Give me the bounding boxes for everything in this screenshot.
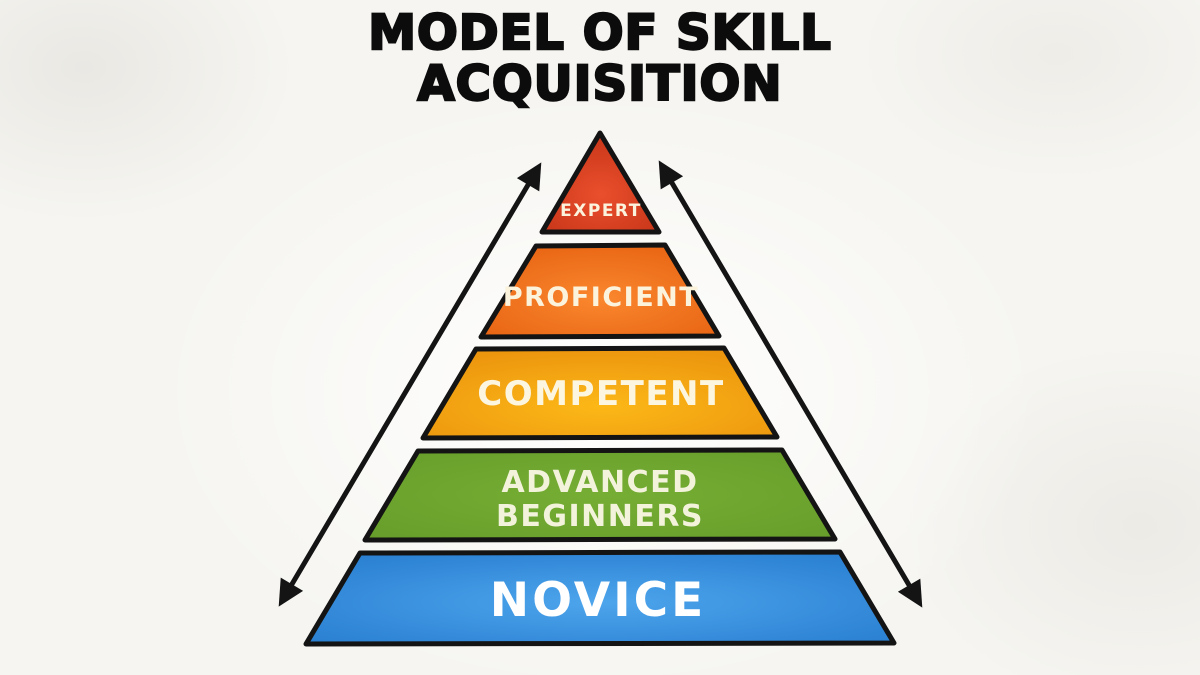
pyramid-level-novice — [303, 549, 897, 647]
level-label-beginners: BEGINNERS — [496, 499, 704, 534]
pyramid-level-competent — [420, 345, 780, 441]
level-label-expert: EXPERT — [560, 201, 642, 221]
growth-arrow-left — [278, 162, 542, 607]
level-label-proficient: PROFICIENT — [503, 282, 699, 313]
title-line-2: ACQUISITION — [416, 55, 783, 112]
growth-arrow-right — [658, 160, 923, 608]
level-label-competent: COMPETENT — [477, 374, 724, 414]
page-title: MODEL OF SKILL ACQUISITION — [0, 5, 1200, 112]
level-label-advanced: ADVANCED — [501, 465, 698, 500]
level-label-novice: NOVICE — [490, 573, 707, 628]
pyramid-level-advanced-beginners — [362, 447, 838, 543]
pyramid-level-proficient — [478, 242, 722, 340]
title-line-1: MODEL OF SKILL — [367, 5, 832, 61]
pyramid-level-expert — [539, 130, 662, 235]
